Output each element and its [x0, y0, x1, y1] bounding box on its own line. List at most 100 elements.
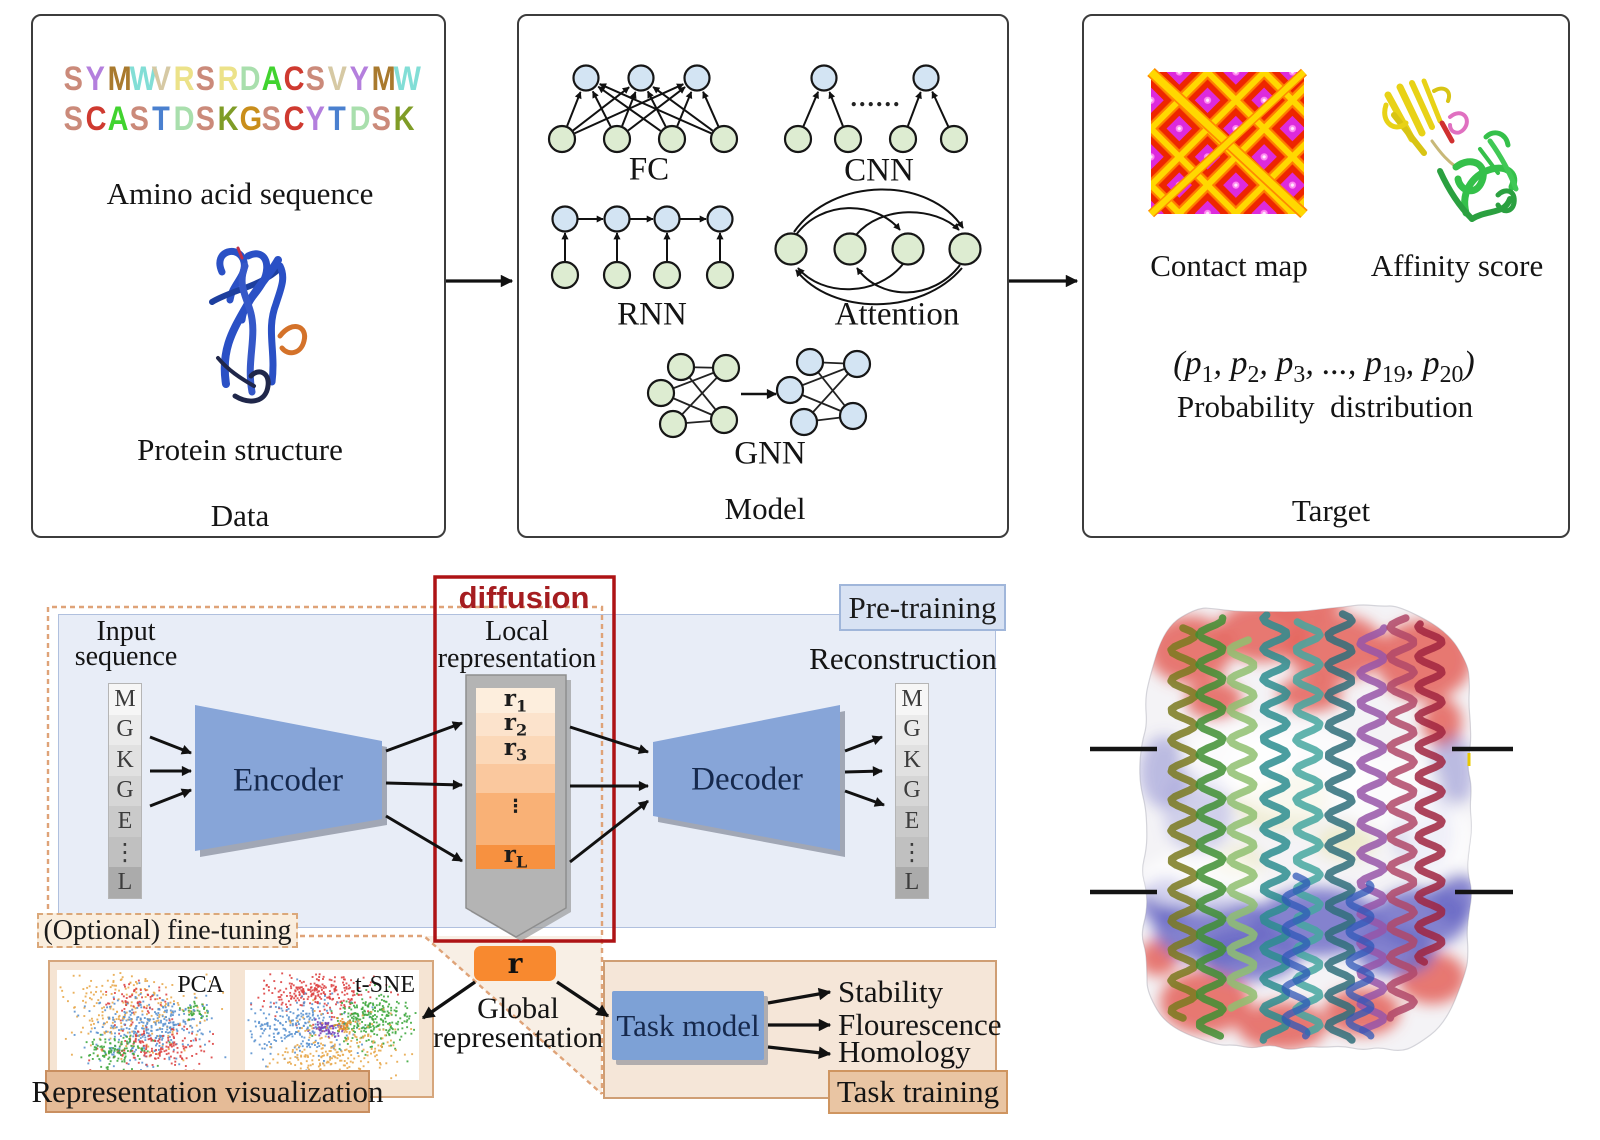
- amino-letter: S: [261, 100, 281, 138]
- affinity-score-caption: Affinity score: [1370, 248, 1544, 283]
- representation-band: [476, 793, 555, 845]
- pretraining-badge-label: Pre-training: [848, 589, 997, 625]
- reconstruction-label: Reconstruction: [809, 641, 997, 676]
- attention-label: Attention: [834, 296, 960, 333]
- input-sequence-label: Input sequence: [74, 616, 178, 672]
- fc-label: FC: [628, 151, 670, 188]
- amino-letter: S: [129, 100, 149, 138]
- amino-sequence-caption: Amino acid sequence: [106, 176, 374, 211]
- sequence-cell: M: [109, 684, 141, 715]
- data-panel-label: Data: [210, 498, 270, 533]
- sequence-cell: M: [896, 684, 928, 715]
- amino-letter: D: [239, 60, 261, 98]
- amino-letter: D: [349, 100, 371, 138]
- global-representation-label: Global representation: [433, 992, 603, 1054]
- affinity-protein-image: [1382, 78, 1519, 222]
- probability-caption: Probability distribution: [1176, 389, 1474, 424]
- amino-letter: V: [327, 60, 347, 98]
- amino-letter: C: [283, 60, 305, 98]
- cnn-label: CNN: [844, 152, 914, 189]
- task-training-label: Task training: [828, 1070, 1008, 1114]
- amino-letter: S: [195, 60, 215, 98]
- amino-letter: T: [328, 100, 346, 138]
- representation-band-label: r2: [503, 708, 528, 740]
- optional-finetuning-label: (Optional) fine-tuning: [43, 914, 292, 946]
- encoder-label: Encoder: [233, 762, 343, 799]
- representation-band-label: rL: [503, 841, 528, 872]
- finetuning-dashed-funnel: [48, 934, 603, 1095]
- probability-tuple: (p1, p2, p3, ..., p19, p20): [1173, 345, 1475, 388]
- amino-letter: R: [173, 60, 195, 98]
- amino-letter: C: [85, 100, 107, 138]
- tsne-label: t-SNE: [355, 972, 415, 998]
- amino-letter: S: [305, 60, 325, 98]
- sequence-cell: L: [896, 867, 928, 898]
- r-label: r: [507, 947, 523, 980]
- diffusion-highlight-box: [433, 575, 616, 943]
- sequence-cell: K: [896, 745, 928, 776]
- cnn-dots: ......: [850, 83, 902, 112]
- optional-finetuning-box: (Optional) fine-tuning: [37, 913, 298, 948]
- representation-band: [476, 845, 555, 869]
- amino-letter: K: [393, 100, 415, 138]
- representation-band-label: r1: [503, 684, 528, 716]
- representation-band: [476, 688, 555, 713]
- amino-letter: Y: [349, 60, 369, 98]
- amino-letter: D: [173, 100, 195, 138]
- representation-band: [476, 736, 555, 764]
- sequence-cell: E: [109, 806, 141, 837]
- amino-letter: T: [152, 100, 170, 138]
- global-representation-r-box: r: [474, 946, 556, 981]
- model-panel: FC CNN RNN Attention GNN Model ......: [517, 14, 1009, 538]
- sequence-cell: ⋮: [896, 836, 928, 868]
- decoder-label: Decoder: [691, 761, 803, 798]
- sequence-cell: E: [896, 806, 928, 837]
- amino-letter: C: [283, 100, 305, 138]
- representation-band-label: r3: [503, 734, 528, 765]
- amino-letter: S: [63, 100, 83, 138]
- contact-map-image: [1147, 67, 1308, 219]
- rnn-label: RNN: [617, 296, 687, 333]
- amino-letter: G: [239, 100, 263, 138]
- amino-letter: K: [217, 100, 239, 138]
- gnn-label: GNN: [734, 435, 806, 472]
- amino-letter: Y: [305, 100, 325, 138]
- pretraining-badge: Pre-training: [839, 584, 1006, 631]
- task-output-label: Homology: [838, 1034, 971, 1069]
- amino-letter: S: [195, 100, 215, 138]
- decoder-trapezoid: [653, 705, 840, 851]
- diffusion-label: diffusion: [458, 580, 590, 615]
- amino-letter: Y: [85, 60, 105, 98]
- protein-structure-caption: Protein structure: [137, 432, 343, 467]
- target-panel: Contact map Affinity score (p1, p2, p3, …: [1082, 14, 1570, 538]
- model-panel-label: Model: [724, 491, 806, 526]
- protein-structure-image: [209, 246, 308, 404]
- sequence-cell: L: [109, 867, 141, 898]
- amino-letter: S: [63, 60, 83, 98]
- model-network-diagrams: [547, 64, 982, 439]
- representation-visualization-label: Representation visualization: [31, 1070, 384, 1113]
- representation-band-label: ⋮: [506, 796, 525, 817]
- representation-band: [476, 764, 555, 793]
- amino-letter: S: [371, 100, 391, 138]
- finetuning-dashed-outline: [46, 605, 604, 1094]
- contact-map-caption: Contact map: [1150, 248, 1308, 283]
- sequence-cell: ⋮: [109, 836, 141, 868]
- amino-letter: A: [261, 60, 283, 98]
- pca-plot: PCA: [57, 970, 230, 1078]
- task-output-label: Flourescence: [838, 1006, 1002, 1042]
- sequence-cell: G: [896, 775, 928, 807]
- encoder-trapezoid: [195, 705, 382, 851]
- amino-letter: R: [217, 60, 239, 98]
- tsne-plot: t-SNE: [245, 970, 419, 1080]
- sequence-cell: G: [109, 775, 141, 807]
- task-output-label: Stability: [838, 974, 944, 1009]
- task-model-label: Task model: [616, 1007, 760, 1043]
